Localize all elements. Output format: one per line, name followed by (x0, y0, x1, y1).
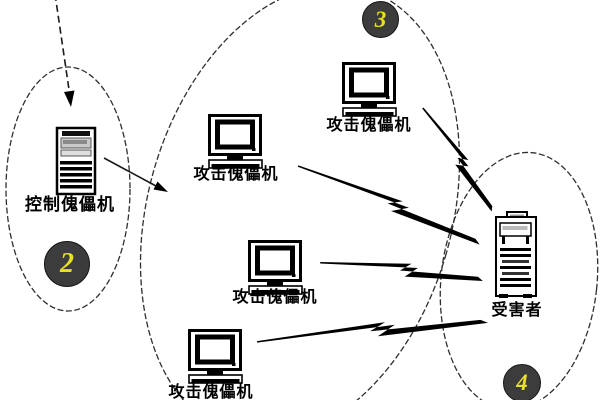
victim-server-icon (495, 211, 537, 299)
attack-computer-icon (189, 331, 242, 384)
victim-zone-ellipse (439, 151, 599, 400)
attack-computer-icon (209, 116, 262, 169)
arrowhead-icon (64, 90, 75, 107)
control-zone-badge: 2 (44, 241, 90, 287)
victim-zone-badge: 4 (503, 364, 541, 400)
lightning-bolt-icon (257, 319, 488, 343)
attack-machine-label: 攻击傀儡机 (326, 117, 412, 134)
arrowhead-icon (153, 181, 168, 192)
attack-machine-label: 攻击傀儡机 (193, 166, 279, 183)
attack-computer-icon (249, 242, 302, 295)
attack-zone-ellipse (139, 0, 461, 400)
control-server-icon (55, 126, 97, 196)
control-to-attack-zone-arrow (103, 157, 168, 192)
attacker-to-control-arrow (55, 0, 75, 107)
attack-computer-icon (343, 64, 396, 117)
attack-machine-label: 攻击傀儡机 (232, 289, 318, 306)
attack-machine-label: 攻击傀儡机 (168, 384, 254, 400)
lightning-bolt-icon (297, 165, 480, 245)
lightning-bolt-icon (422, 107, 493, 212)
attack-zone-badge: 3 (362, 1, 399, 38)
control-machine-label: 控制傀儡机 (25, 195, 115, 214)
victim-label: 受害者 (491, 302, 543, 319)
lightning-bolt-icon (320, 262, 483, 281)
control-zone-ellipse (5, 66, 131, 312)
